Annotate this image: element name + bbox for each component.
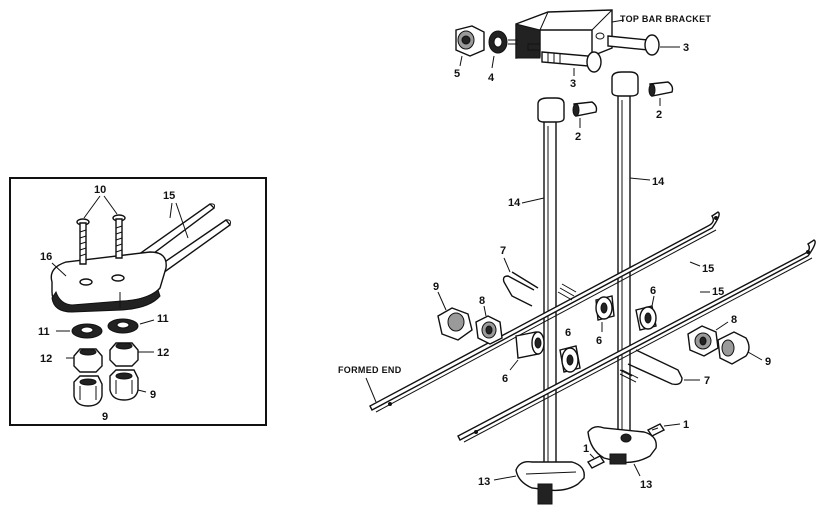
label-9-left: 9 (433, 281, 439, 293)
label-7-left: 7 (500, 245, 506, 257)
bolt-3-upper: 3 (607, 34, 689, 56)
inset-foot-plate-16 (50, 251, 167, 313)
spacer-6-d: 6 (635, 285, 657, 331)
nut-8-right: 8 (687, 314, 737, 357)
label-13-right: 13 (640, 479, 652, 491)
u-bracket-7-left: 7 (500, 245, 539, 307)
label-8-left: 8 (479, 295, 485, 307)
top-bar-bracket-assembly: TOP BAR BRACKET 3 3 4 (454, 9, 711, 90)
spacer-6-c: 6 (595, 295, 615, 347)
label-15-lower: 15 (712, 286, 724, 298)
label-16: 16 (40, 251, 52, 263)
label-14-left: 14 (508, 197, 521, 209)
nut-8-left: 8 (475, 295, 503, 345)
inset-detail: 10 15 16 11 11 12 12 9 9 (9, 177, 267, 426)
screw-1-right: 1 (646, 419, 689, 437)
screw-1-left: 1 (583, 443, 606, 469)
u-bracket-7-right: 7 (619, 349, 710, 387)
label-1-right: 1 (683, 419, 689, 431)
label-2-right: 2 (656, 109, 662, 121)
label-9-inset-right: 9 (150, 389, 156, 401)
label-6-b: 6 (565, 327, 571, 339)
spacer-6-b: 6 (559, 327, 581, 373)
bolt-3-lower: 3 (541, 51, 602, 90)
rail-15-back (369, 211, 720, 413)
upright-14-right: 14 2 (611, 71, 674, 441)
foot-13-left: 13 (478, 460, 585, 505)
lock-washer-4: 4 (488, 30, 508, 84)
label-7-right: 7 (704, 375, 710, 387)
acorn-nut-9-right: 9 (717, 331, 771, 368)
label-top-bar-bracket: TOP BAR BRACKET (620, 14, 711, 24)
label-15-inset: 15 (163, 190, 175, 202)
rail-15-front (457, 239, 816, 443)
label-12-left: 12 (40, 353, 52, 365)
label-4: 4 (488, 72, 495, 84)
label-5: 5 (454, 68, 460, 80)
label-3-upper: 3 (683, 42, 689, 54)
label-formed-end: FORMED END (338, 365, 402, 375)
label-9-inset-bottom: 9 (102, 411, 108, 423)
inset-frame (9, 177, 267, 426)
label-3-lower: 3 (570, 78, 576, 90)
upright-14-left: 14 2 (508, 97, 598, 479)
inset-acorn-nuts-9 (73, 369, 147, 407)
label-6-d: 6 (650, 285, 656, 297)
spacer-6-a: 6 (502, 331, 545, 385)
inset-nuts-12 (66, 342, 154, 373)
label-15-upper: 15 (702, 263, 714, 275)
label-12-right: 12 (157, 347, 169, 359)
label-1-left: 1 (583, 443, 589, 455)
inset-washers-11 (56, 318, 155, 339)
label-6-a: 6 (502, 373, 508, 385)
label-10: 10 (94, 184, 106, 196)
label-14-right: 14 (652, 176, 665, 188)
acorn-nut-5: 5 (454, 25, 485, 80)
inset-rail-15 (127, 203, 232, 279)
label-8-right: 8 (731, 314, 737, 326)
label-2-left: 2 (575, 131, 581, 143)
label-11-left: 11 (38, 326, 50, 338)
acorn-nut-9-left: 9 (433, 281, 473, 341)
label-9-right: 9 (765, 356, 771, 368)
foot-13-right: 13 (587, 425, 657, 491)
label-6-c: 6 (596, 335, 602, 347)
label-13-left: 13 (478, 476, 490, 488)
label-11-right: 11 (157, 313, 169, 325)
inset-bolts-10 (76, 195, 126, 265)
